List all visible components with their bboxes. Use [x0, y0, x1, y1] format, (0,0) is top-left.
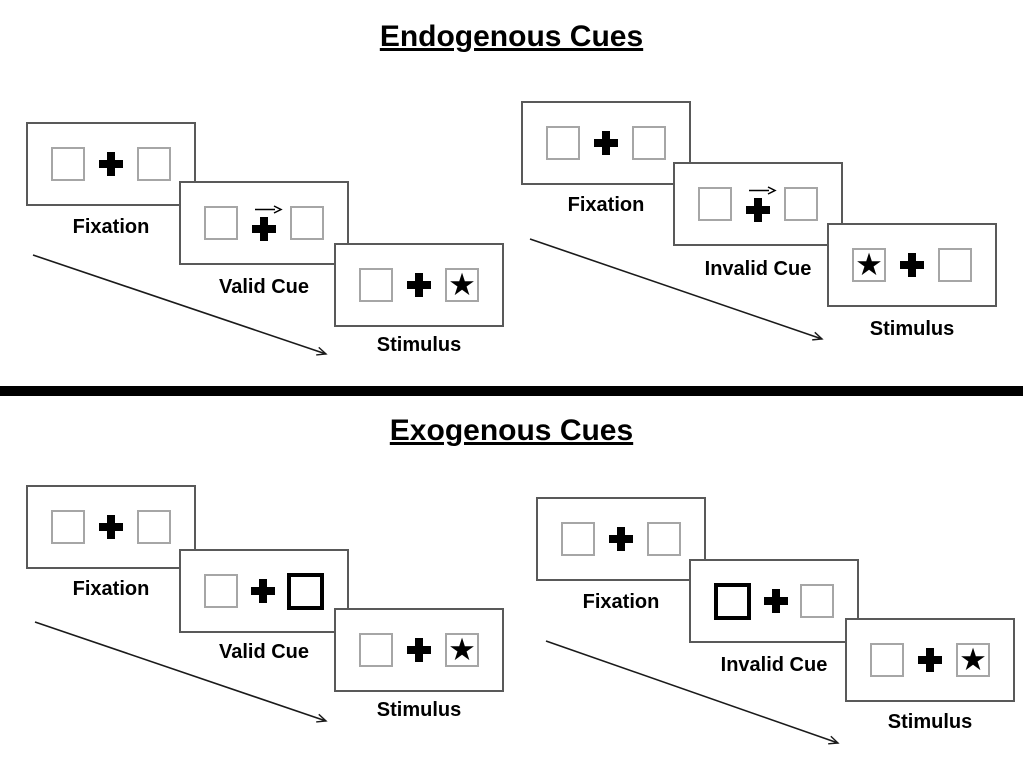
- frame-label: Stimulus: [869, 318, 955, 340]
- left-placeholder-square: [359, 633, 393, 667]
- screen-fixation: [521, 101, 691, 185]
- fixation-cross-icon: [900, 253, 924, 277]
- left-placeholder-square: [204, 574, 238, 608]
- right-placeholder-square: [632, 126, 666, 160]
- left-placeholder-square: [51, 147, 85, 181]
- right-target-square: ★: [445, 268, 479, 302]
- left-highlighted-cue-square: [714, 582, 751, 620]
- screen-stimulus: ★: [827, 223, 997, 307]
- timeline-arrow-exogenous-valid: [34, 621, 328, 723]
- fixation-cross-icon: [407, 273, 431, 297]
- fixation-cross-icon: [594, 131, 618, 155]
- left-target-square: ★: [852, 248, 886, 282]
- right-placeholder-square: [784, 187, 818, 221]
- frame-label: Fixation: [72, 216, 150, 238]
- fixation-cross-icon: [250, 579, 275, 603]
- screen-fixation: [26, 122, 196, 206]
- frame-label: Fixation: [567, 194, 645, 216]
- frame-label: Stimulus: [376, 699, 462, 721]
- star-target-icon: ★: [855, 246, 883, 282]
- section-title-exogenous: Exogenous Cues: [389, 414, 634, 447]
- frame-label: Invalid Cue: [704, 258, 812, 280]
- right-placeholder-square: [137, 147, 171, 181]
- screen-invalid-cue: [689, 559, 859, 643]
- screen-stimulus: ★: [334, 608, 504, 692]
- fixation-cross-icon: [763, 589, 788, 613]
- screen-invalid-cue: [673, 162, 843, 246]
- timeline-arrow-endogenous-invalid: [529, 238, 824, 341]
- frame-label: Fixation: [582, 591, 660, 613]
- frame-label: Valid Cue: [218, 641, 310, 663]
- fixation-cross-icon: [407, 638, 431, 662]
- right-arrow-cue-icon: [749, 186, 777, 195]
- fixation-cross-icon: [99, 515, 123, 539]
- frame-label: Invalid Cue: [720, 654, 828, 676]
- right-placeholder-square: [137, 510, 171, 544]
- right-arrow-cue-icon: [255, 205, 283, 214]
- fixation-cross-icon: [252, 217, 276, 241]
- left-placeholder-square: [698, 187, 732, 221]
- frame-label: Fixation: [72, 578, 150, 600]
- screen-fixation: [536, 497, 706, 581]
- section-title-endogenous: Endogenous Cues: [379, 20, 644, 53]
- screen-valid-cue: [179, 549, 349, 633]
- star-target-icon: ★: [959, 641, 987, 677]
- fixation-cross-icon: [609, 527, 633, 551]
- frame-label: Stimulus: [376, 334, 462, 356]
- right-placeholder-square: [938, 248, 972, 282]
- timeline-arrow-endogenous-valid: [32, 254, 328, 356]
- right-placeholder-square: [290, 206, 324, 240]
- fixation-cross-icon: [99, 152, 123, 176]
- left-placeholder-square: [204, 206, 238, 240]
- left-placeholder-square: [870, 643, 904, 677]
- right-placeholder-square: [647, 522, 681, 556]
- left-placeholder-square: [546, 126, 580, 160]
- frame-label: Stimulus: [887, 711, 973, 733]
- left-placeholder-square: [561, 522, 595, 556]
- star-target-icon: ★: [448, 631, 476, 667]
- right-target-square: ★: [445, 633, 479, 667]
- screen-stimulus: ★: [845, 618, 1015, 702]
- fixation-cross-icon: [746, 198, 770, 222]
- right-placeholder-square: [800, 584, 834, 618]
- fixation-cross-icon: [918, 648, 942, 672]
- screen-stimulus: ★: [334, 243, 504, 327]
- left-placeholder-square: [359, 268, 393, 302]
- screen-fixation: [26, 485, 196, 569]
- frame-label: Valid Cue: [218, 276, 310, 298]
- star-target-icon: ★: [448, 266, 476, 302]
- section-divider: [0, 386, 1023, 396]
- screen-valid-cue: [179, 181, 349, 265]
- right-highlighted-cue-square: [287, 572, 324, 610]
- left-placeholder-square: [51, 510, 85, 544]
- right-target-square: ★: [956, 643, 990, 677]
